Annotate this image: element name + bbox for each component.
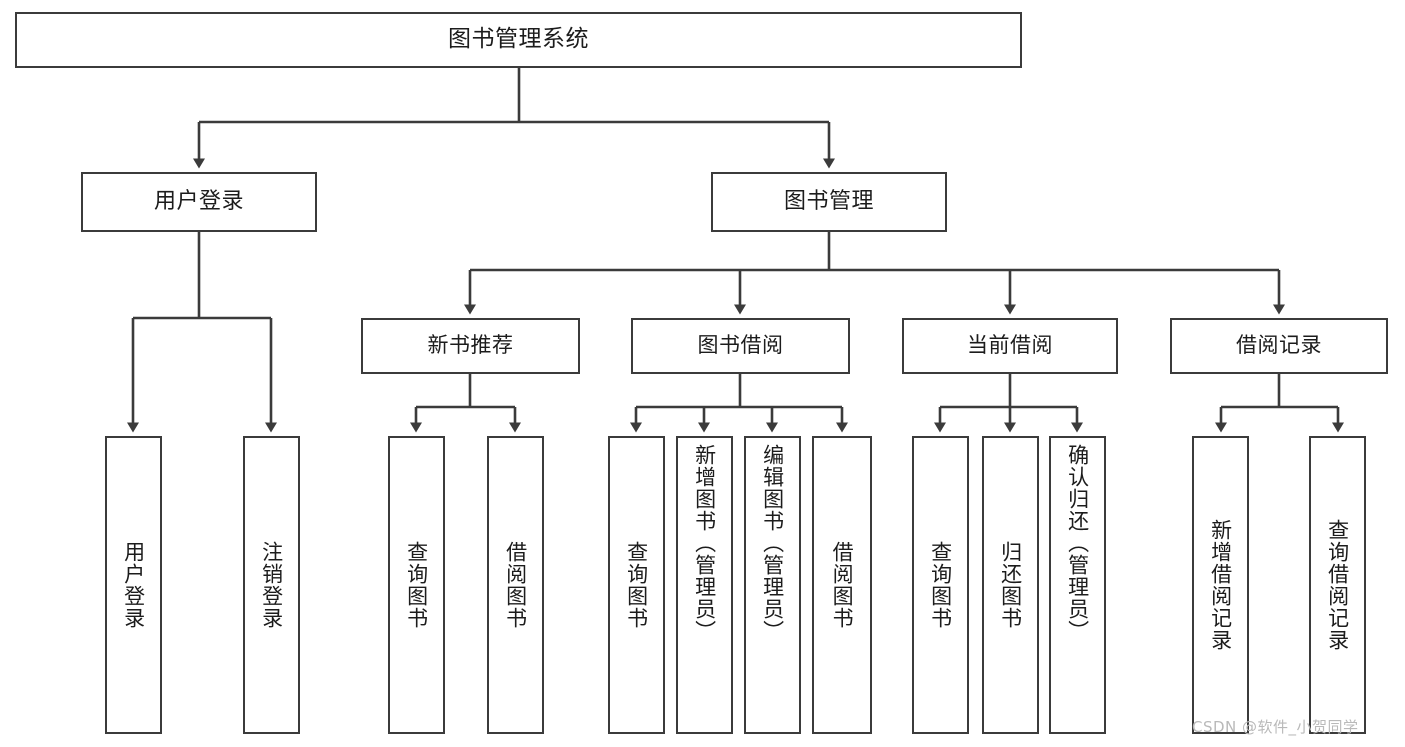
- leaf-user-login[interactable]: 用户登录: [105, 436, 162, 734]
- node-root[interactable]: 图书管理系统: [15, 12, 1022, 68]
- node-book-management[interactable]: 图书管理: [711, 172, 947, 232]
- node-label: 图书管理: [783, 188, 874, 214]
- leaf-borrow-book-1[interactable]: 借阅图书: [487, 436, 544, 734]
- csdn-watermark: CSDN @软件_小贺同学: [1192, 718, 1359, 736]
- node-label: 借阅图书: [830, 541, 855, 629]
- leaf-query-book-3[interactable]: 查询图书: [912, 436, 969, 734]
- node-label: 确认归还（管理员）: [1065, 444, 1090, 642]
- node-label: 新增借阅记录: [1208, 519, 1233, 651]
- node-user-login[interactable]: 用户登录: [81, 172, 317, 232]
- leaf-borrow-book-2[interactable]: 借阅图书: [812, 436, 872, 734]
- node-borrow-record[interactable]: 借阅记录: [1170, 318, 1388, 374]
- leaf-return-book[interactable]: 归还图书: [982, 436, 1039, 734]
- leaf-logout[interactable]: 注销登录: [243, 436, 300, 734]
- leaf-confirm-return-admin[interactable]: 确认归还（管理员）: [1049, 436, 1106, 734]
- node-label: 用户登录: [121, 541, 146, 629]
- node-label: 注销登录: [259, 541, 284, 629]
- node-label: 查询图书: [928, 541, 953, 629]
- node-label: 借阅记录: [1236, 333, 1322, 358]
- leaf-edit-book-admin[interactable]: 编辑图书（管理员）: [744, 436, 801, 734]
- node-label: 图书借阅: [697, 333, 784, 358]
- leaf-query-borrow-record[interactable]: 查询借阅记录: [1309, 436, 1366, 734]
- node-new-book-recommend[interactable]: 新书推荐: [361, 318, 580, 374]
- node-label: 归还图书: [998, 541, 1023, 629]
- node-label: 新增图书（管理员）: [692, 444, 717, 642]
- leaf-query-book-2[interactable]: 查询图书: [608, 436, 665, 734]
- node-label: 当前借阅: [967, 333, 1053, 358]
- node-label: 图书管理系统: [448, 26, 589, 53]
- node-label: 用户登录: [153, 188, 244, 214]
- leaf-add-book-admin[interactable]: 新增图书（管理员）: [676, 436, 733, 734]
- node-label: 查询图书: [404, 541, 429, 629]
- node-book-borrow[interactable]: 图书借阅: [631, 318, 850, 374]
- leaf-query-book-1[interactable]: 查询图书: [388, 436, 445, 734]
- leaf-add-borrow-record[interactable]: 新增借阅记录: [1192, 436, 1249, 734]
- node-label: 编辑图书（管理员）: [760, 444, 785, 642]
- node-label: 借阅图书: [503, 541, 528, 629]
- node-label: 查询借阅记录: [1325, 519, 1350, 651]
- node-label: 查询图书: [624, 541, 649, 629]
- node-current-borrow[interactable]: 当前借阅: [902, 318, 1118, 374]
- node-label: 新书推荐: [427, 333, 514, 358]
